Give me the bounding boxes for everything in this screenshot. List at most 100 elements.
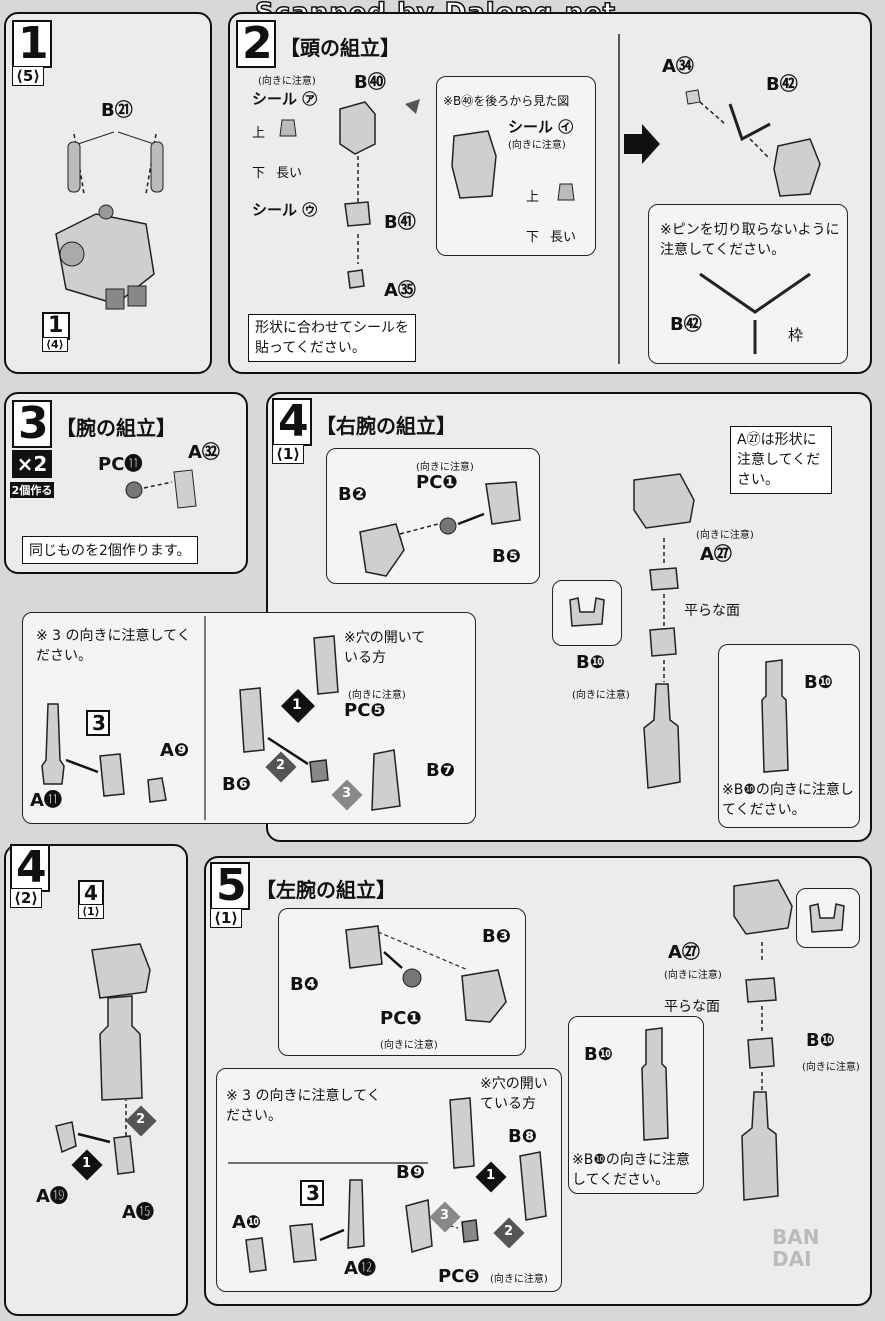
pin-caution-box — [648, 204, 848, 364]
b4-label: B❹ — [290, 974, 319, 995]
flat-face-label: 平らな面 — [684, 603, 740, 619]
left-b10-detail-shape — [641, 1027, 669, 1141]
a27-dir: (向きに注意) — [696, 530, 754, 541]
sticker-u-label: シール ㋒ — [252, 201, 318, 219]
long2-label: 長い — [550, 230, 577, 245]
left-shoulder-illustration — [345, 925, 507, 1023]
a34-label: A㉞ — [662, 56, 694, 77]
step3-title: 【腕の組立】 — [56, 416, 176, 440]
left-step-marker-1-label: 1 — [486, 1168, 496, 1183]
left-a27-label: A㉗ — [668, 942, 700, 963]
b10-dir: (向きに注意) — [572, 690, 630, 701]
a35-label: A㉟ — [384, 280, 416, 301]
head-antenna-illustration — [685, 89, 821, 197]
arm-joint-illustration — [125, 469, 197, 509]
left-b10-detail-label: B❿ — [584, 1044, 613, 1065]
left-step-marker-3-label: 3 — [440, 1208, 450, 1223]
b8-label: B❽ — [508, 1126, 537, 1147]
a9-label: A❾ — [160, 740, 190, 761]
a32-label: A㉜ — [188, 442, 220, 463]
b41-label: B㊶ — [384, 212, 416, 233]
b7-label: B❼ — [426, 760, 455, 781]
step3-number: 3 — [12, 400, 52, 448]
left-a12-label: A⓬ — [344, 1258, 376, 1279]
step1-ref-sub: ⟨4⟩ — [42, 337, 68, 352]
left-pc5-label: PC❺ — [438, 1266, 480, 1287]
sticker-shape-note: 形状に合わせてシールを貼ってください。 — [248, 314, 416, 362]
step5-1-ref3: 3 — [300, 1180, 324, 1206]
step4-1-ref3: 3 — [86, 710, 110, 736]
step1-ref-number: 1 — [42, 312, 70, 340]
step4-2-ref-number: 4 — [78, 880, 104, 906]
step-marker-2-label: 2 — [276, 758, 286, 773]
a19-label: A⓳ — [36, 1186, 68, 1207]
b2-label: B❷ — [338, 484, 367, 505]
b10-detail-box — [718, 644, 860, 828]
b6-label: B❻ — [222, 774, 251, 795]
b10-detail-shape — [761, 659, 789, 773]
up-label: 上 — [252, 126, 266, 141]
step1-number: 1 — [12, 20, 52, 68]
step2-panel: 2 【頭の組立】 シール ㋐ (向きに注意) 上 下 長い B㊵ シール ㋒ B… — [228, 12, 872, 374]
left-b10-direction-note: ※B❿の向きに注意してください。 — [572, 1152, 690, 1188]
pc1-dir: (向きに注意) — [416, 462, 474, 473]
x2-badge: ×2 — [12, 450, 52, 478]
left-pc1-dir: (向きに注意) — [380, 1040, 438, 1051]
step4-1-title: 【右腕の組立】 — [316, 414, 456, 438]
pc1-label: PC❶ — [416, 472, 458, 493]
up2-label: 上 — [526, 190, 540, 205]
sticker-a-dir: (向きに注意) — [258, 76, 316, 87]
hand-assembly-illustration — [55, 1100, 135, 1175]
step-marker-1-label: 1 — [292, 697, 302, 713]
left-elbow-joint-illustration — [405, 1097, 547, 1253]
step4-2-subnumber: ⟨2⟩ — [10, 888, 43, 908]
left-forearm-illustration — [245, 1179, 365, 1273]
step1-subnumber: ⟨5⟩ — [12, 66, 45, 86]
frame-label: 枠 — [788, 326, 804, 344]
step3-panel: 3 【腕の組立】 ×2 2個作る PC⓫ A㉜ 同じものを2個作ります。 — [4, 392, 248, 574]
left-arm-column-illustration — [733, 879, 793, 1201]
left-step-marker-2-label: 2 — [504, 1224, 514, 1239]
b42-label: B㊷ — [766, 74, 798, 95]
step4-2-panel — [4, 844, 188, 1316]
step1-panel: 1 ⟨5⟩ B㉑ 1 ⟨4⟩ — [4, 12, 212, 374]
hole-side-note: ※穴の開いている方 — [344, 630, 426, 666]
left-a27-dir: (向きに注意) — [664, 970, 722, 981]
step2-title: 【頭の組立】 — [280, 36, 400, 60]
a27-label: A㉗ — [700, 544, 732, 565]
step-arrow-icon — [624, 124, 660, 164]
step5-1-number: 5 — [210, 862, 250, 910]
left-pc1-label: PC❶ — [380, 1008, 422, 1029]
sticker-i-label: シール ㋑ — [508, 118, 574, 136]
left-flat-face-label: 平らな面 — [664, 999, 720, 1015]
shoulder-assembly-illustration — [359, 481, 521, 577]
left-pc5-dir: (向きに注意) — [490, 1274, 548, 1285]
forearm-assembly-illustration — [41, 703, 167, 803]
b9-label: B❾ — [396, 1162, 425, 1183]
body-torso-illustration — [55, 131, 164, 310]
elbow-divider — [204, 616, 206, 820]
sticker-a-shape — [279, 119, 297, 137]
head-back-illustration — [451, 130, 497, 199]
left-a27-detail-shape — [809, 903, 845, 933]
step4-1-subnumber: ⟨1⟩ — [272, 444, 305, 464]
right-arm-complete-illustration — [91, 943, 151, 1101]
sticker-i-dir: (向きに注意) — [508, 140, 566, 151]
back-view-title: ※B㊵を後ろから見た図 — [443, 94, 570, 108]
left-a10-label: A❿ — [232, 1212, 262, 1233]
antenna-on-frame-illustration — [699, 272, 811, 354]
elbow-joint-illustration — [239, 635, 401, 811]
step4-2-marker-1-label: 1 — [82, 1156, 92, 1171]
sticker-i-shape — [557, 183, 575, 201]
head-b40-illustration — [339, 99, 420, 289]
arm-column-illustration — [633, 473, 695, 789]
b42-frame-label: B㊷ — [670, 314, 702, 335]
sticker-a-label: シール ㋐ — [252, 90, 318, 108]
pin-caution-note: ※ピンを切り取らないように注意してください。 — [660, 222, 840, 258]
a11-label: A⓫ — [30, 790, 62, 811]
left-b10-detail-box — [568, 1016, 704, 1194]
step-marker-3-label: 3 — [342, 786, 352, 801]
b40-label: B㊵ — [354, 72, 386, 93]
left-elbow-box — [216, 1068, 562, 1292]
b10-direction-note: ※B❿の向きに注意してください。 — [722, 782, 854, 818]
